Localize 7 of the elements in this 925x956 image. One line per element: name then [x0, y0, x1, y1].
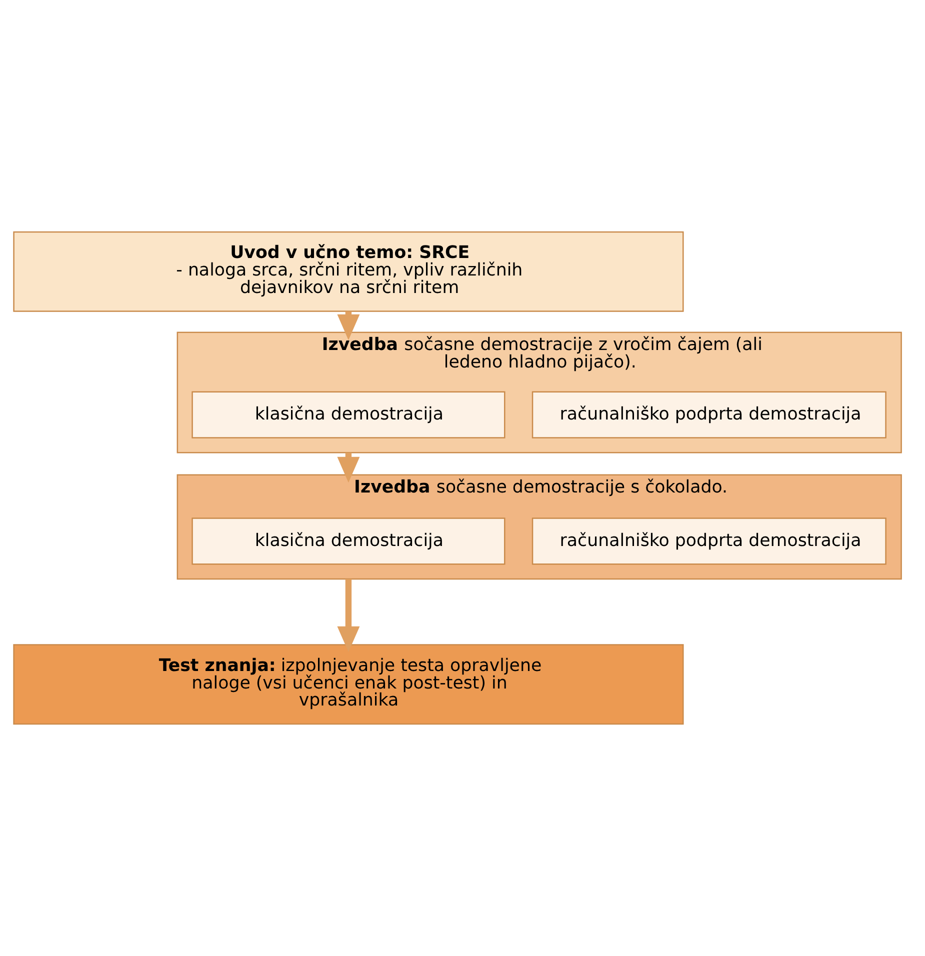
node-box: klasična demostracija [192, 518, 506, 565]
node-box: računalniško podprta demostracija [532, 391, 886, 438]
arrow [337, 579, 360, 652]
node-box: Uvod v učno temo: SRCE - naloga srca, srčni ritem, vpliv različnih dejavnikov na srčni ritem [13, 231, 684, 312]
node-box: Test znanja: izpolnjevanje testa opravljene naloge (vsi učenci enak post-test) in vprašalnika [13, 644, 684, 725]
node-box: klasična demostracija [192, 391, 506, 438]
node-box: računalniško podprta demostracija [532, 518, 886, 565]
